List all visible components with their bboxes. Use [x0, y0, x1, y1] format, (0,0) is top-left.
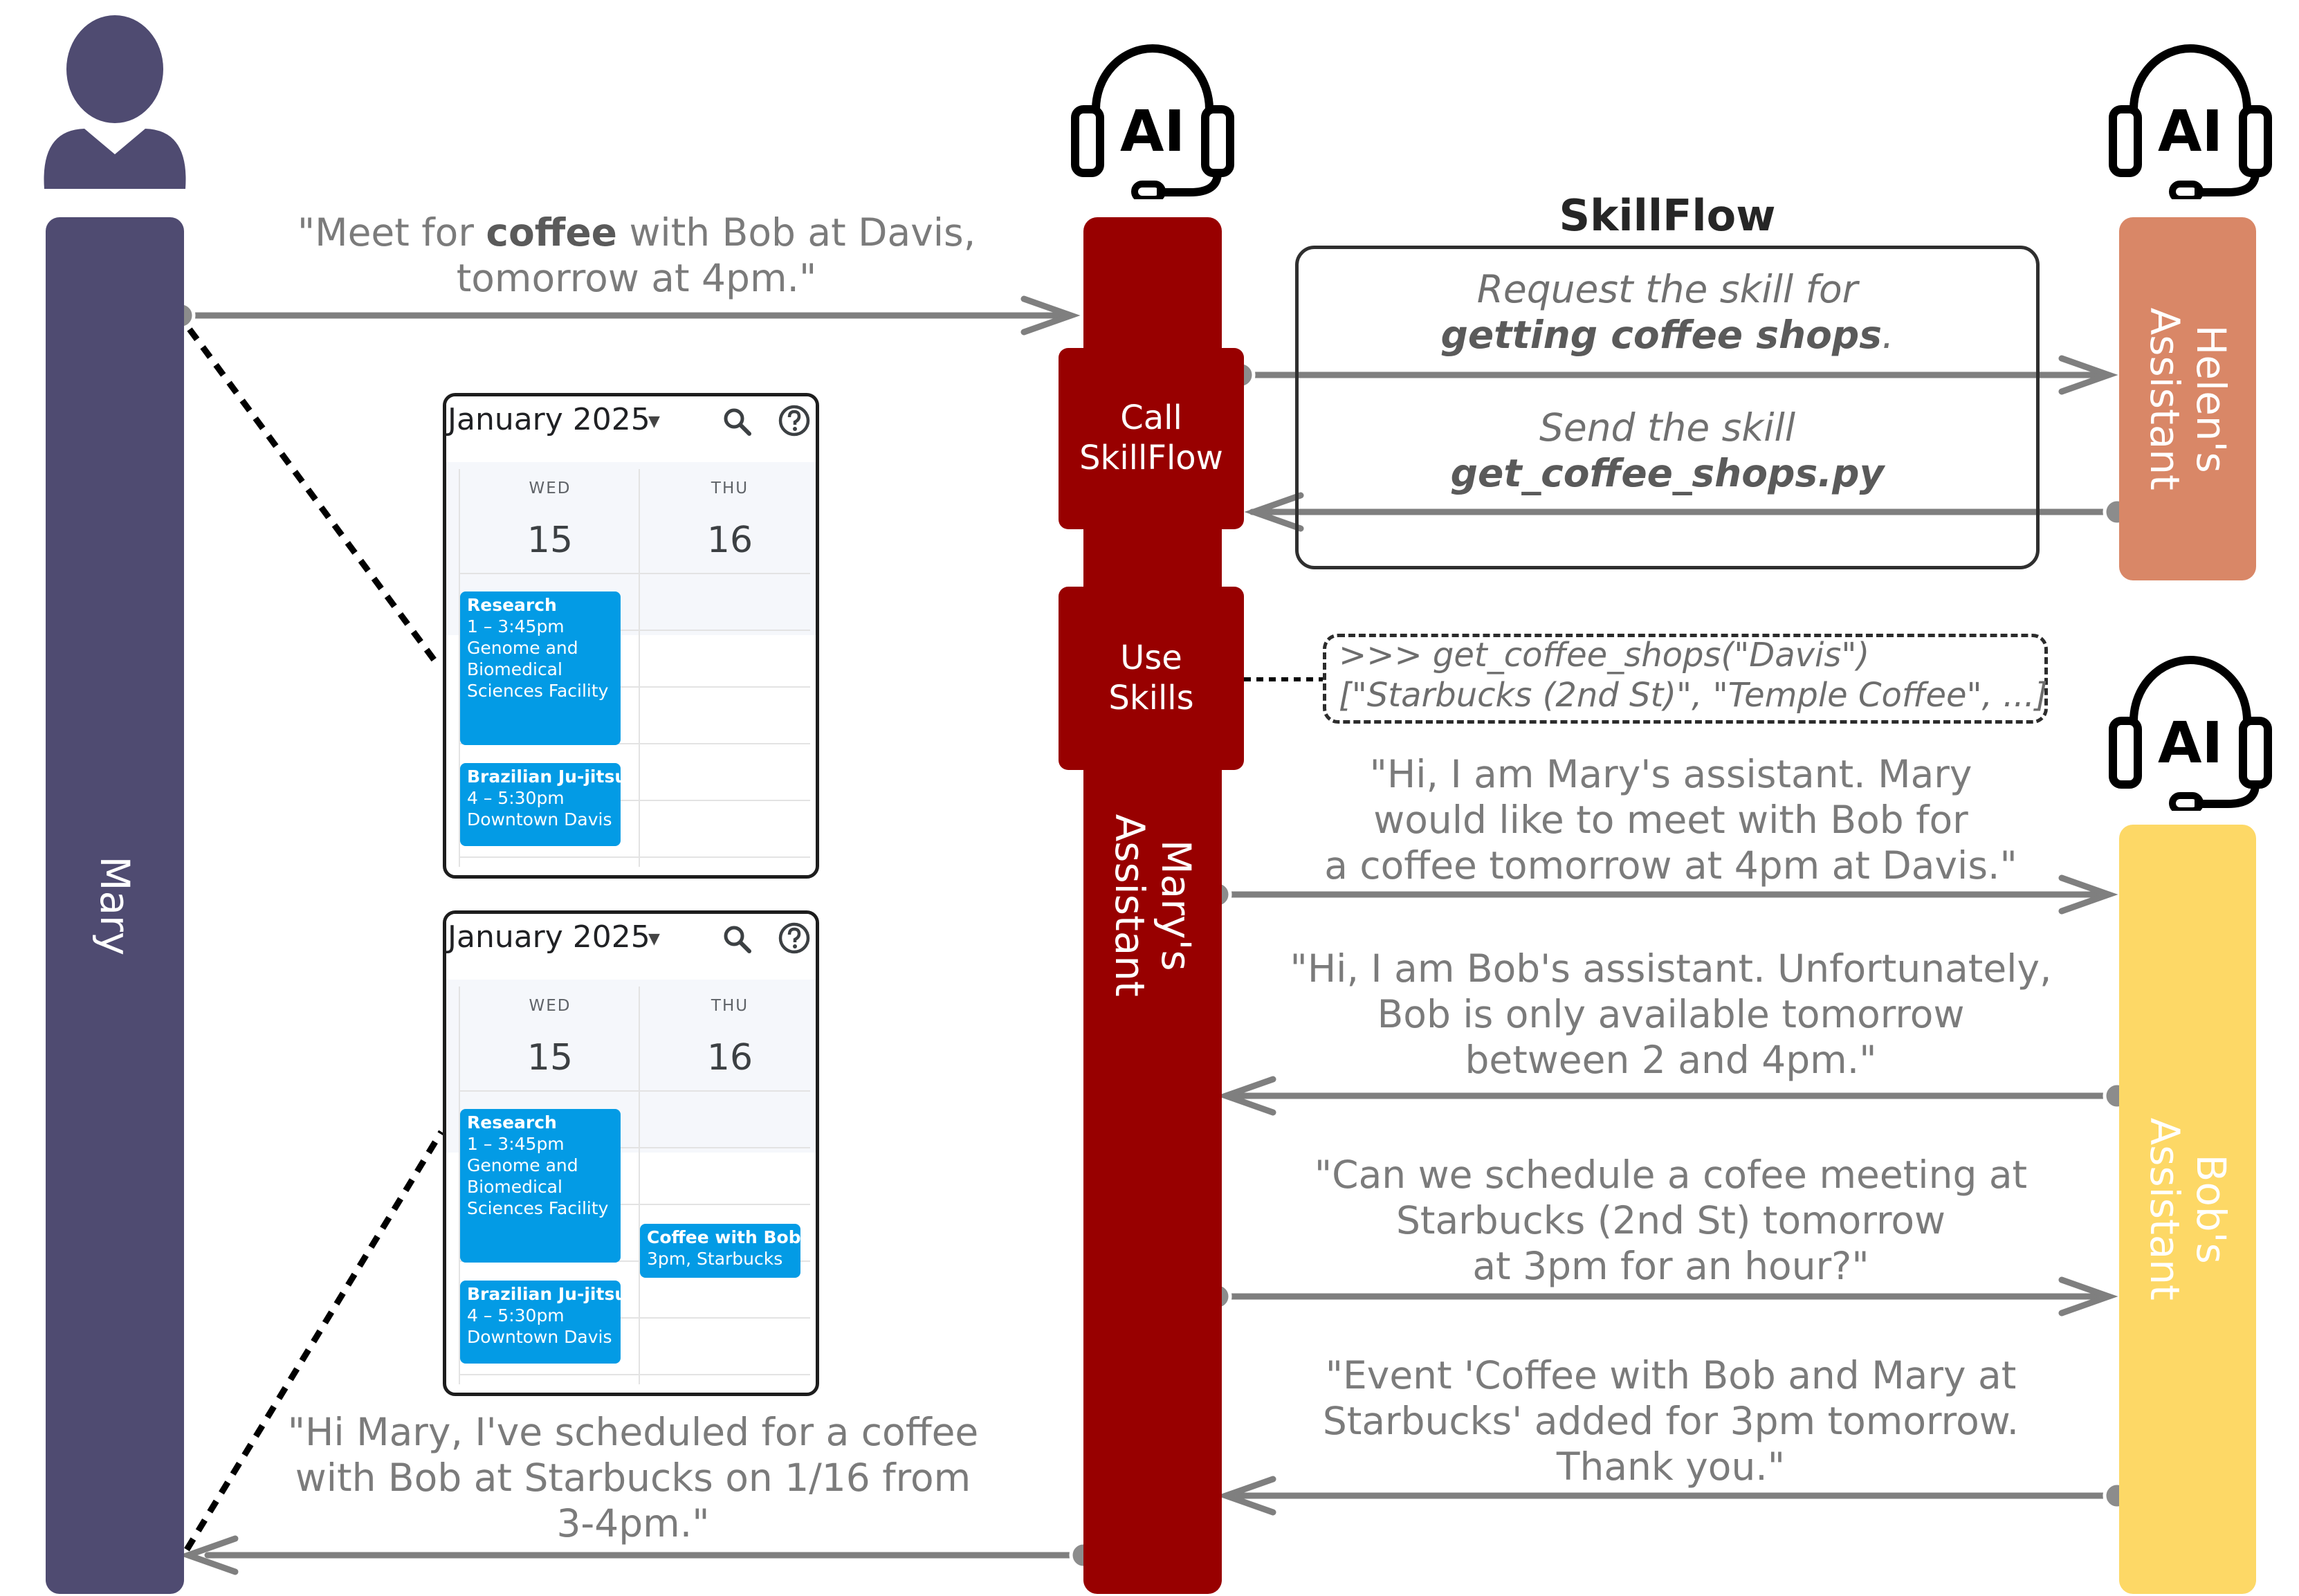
event-place: Downtown Davis [467, 809, 612, 829]
user-icon [44, 15, 186, 189]
day-of-week: THU [711, 479, 749, 497]
event-title: Brazilian Ju-jitsu [467, 1284, 621, 1304]
helens-assistant-lifeline: Helen's Assistant [2119, 217, 2256, 580]
arrowhead [1244, 492, 1304, 532]
call-skillflow-label: Call SkillFlow [1079, 398, 1223, 477]
event-title: Coffee with Bob [647, 1227, 800, 1247]
message-mary-request-bold: coffee [486, 210, 617, 255]
day-of-week: WED [529, 997, 571, 1015]
message-to-mary: "Hi Mary, I've scheduled for a coffee wi… [287, 1410, 979, 1545]
skillflow-request-skill: getting coffee shops [1440, 313, 1883, 357]
day-of-week: WED [529, 479, 571, 497]
calendar-event[interactable]: Brazilian Ju-jitsu 4 – 5:30pm Downtown D… [460, 1281, 621, 1364]
leader-calendar-before [187, 327, 440, 666]
calendar-grid [459, 987, 810, 1384]
code-box [1323, 634, 2048, 724]
day-date[interactable]: 16 [706, 1037, 753, 1079]
arrowhead [2058, 355, 2118, 395]
code-line-call: >>> get_coffee_shops("Davis") [1339, 636, 1870, 675]
chevron-down-icon[interactable]: ▼ [648, 930, 660, 948]
leader-calendar-after [184, 1130, 444, 1552]
use-skills-label: Use Skills [1108, 638, 1194, 717]
skillflow-request-text: Request the skill for getting coffee sho… [1301, 266, 2034, 358]
ai-headset-icon: AI [1071, 44, 1234, 199]
arrowhead [1216, 1476, 1276, 1516]
arrowhead [1216, 1076, 1276, 1116]
message-mary-request: "Meet for coffee with Bob at Davis, tomo… [228, 210, 1045, 301]
chevron-down-icon[interactable]: ▼ [648, 413, 660, 430]
event-title: Research [467, 595, 557, 615]
arrowhead [2058, 874, 2118, 915]
call-skillflow-block: Call SkillFlow [1059, 348, 1244, 529]
calendar-header [446, 396, 816, 462]
event-place: Downtown Davis [467, 1327, 612, 1347]
message-propose: "Can we schedule a cofee meeting at Star… [1314, 1153, 2028, 1288]
day-of-week: THU [711, 997, 749, 1015]
event-place: Genome and Biomedical Sciences Facility [467, 638, 609, 701]
calendar-event[interactable]: Research 1 – 3:45pm Genome and Biomedica… [460, 591, 621, 745]
calendar-grid [459, 469, 810, 867]
arrowhead [178, 1535, 239, 1575]
ai-headset-icon: AI [2109, 44, 2272, 199]
event-place: Genome and Biomedical Sciences Facility [467, 1155, 609, 1218]
calendar-event-new[interactable]: Coffee with Bob 3pm, Starbucks [640, 1224, 800, 1278]
message-mary-request-pre: "Meet for [297, 210, 486, 255]
event-time: 1 – 3:45pm [467, 1134, 565, 1154]
arrowhead [1020, 295, 1081, 336]
message-to-bob: "Hi, I am Mary's assistant. Mary would l… [1324, 752, 2017, 888]
helens-assistant-label: Helen's Assistant [2141, 307, 2235, 490]
message-mary-request-post: with Bob at Davis, [616, 210, 976, 255]
ai-headset-icon: AI [2109, 656, 2272, 811]
calendar-event[interactable]: Research 1 – 3:45pm Genome and Biomedica… [460, 1109, 621, 1263]
help-icon[interactable] [777, 921, 812, 955]
day-date[interactable]: 15 [526, 520, 574, 561]
event-title: Research [467, 1112, 557, 1132]
day-date[interactable]: 15 [526, 1037, 574, 1079]
mary-label: Mary [91, 856, 139, 955]
skillflow-title: SkillFlow [1559, 190, 1776, 241]
calendar-month[interactable]: January 2025 [448, 919, 650, 955]
skillflow-box [1295, 246, 2040, 569]
ai-text: AI [1120, 99, 1185, 165]
skillflow-send-line1: Send the skill [1539, 405, 1796, 450]
event-time: 4 – 5:30pm [467, 1305, 565, 1326]
event-time: 3pm, Starbucks [647, 1249, 783, 1269]
event-time: 1 – 3:45pm [467, 616, 565, 636]
calendar-before: January 2025 ▼ WED THU 15 16 Research 1 … [443, 393, 819, 879]
marys-assistant-label: Mary's Assistant [1106, 814, 1200, 998]
calendar-header [446, 914, 816, 980]
calendar-month[interactable]: January 2025 [448, 402, 650, 437]
mary-lifeline: Mary [46, 217, 184, 1594]
event-title: Brazilian Ju-jitsu [467, 767, 621, 787]
skillflow-request-line1: Request the skill for [1476, 267, 1858, 311]
code-snippet: >>> get_coffee_shops("Davis") ["Starbuck… [1339, 635, 2048, 715]
skillflow-send-skill: get_coffee_shops.py [1450, 451, 1885, 495]
calendar-event[interactable]: Brazilian Ju-jitsu 4 – 5:30pm Downtown D… [460, 763, 621, 846]
message-mary-request-line2: tomorrow at 4pm." [456, 256, 817, 300]
code-line-result: ["Starbucks (2nd St)", "Temple Coffee", … [1339, 676, 2048, 715]
calendar-after: January 2025 ▼ WED THU 15 16 Research 1 … [443, 910, 819, 1396]
ai-text: AI [2158, 99, 2223, 165]
search-icon[interactable] [722, 406, 753, 438]
day-date[interactable]: 16 [706, 520, 753, 561]
help-icon[interactable] [777, 403, 812, 438]
use-skills-block: Use Skills [1059, 587, 1244, 770]
arrowhead [2058, 1276, 2118, 1317]
skillflow-request-end: . [1882, 313, 1894, 357]
message-confirm: "Event 'Coffee with Bob and Mary at Star… [1322, 1353, 2019, 1489]
search-icon[interactable] [722, 924, 753, 955]
bobs-assistant-lifeline: Bob's Assistant [2119, 825, 2256, 1594]
ai-text: AI [2158, 710, 2223, 776]
message-from-bob: "Hi, I am Bob's assistant. Unfortunately… [1290, 946, 2052, 1082]
skillflow-send-text: Send the skill get_coffee_shops.py [1301, 405, 2034, 496]
bobs-assistant-label: Bob's Assistant [2141, 1117, 2235, 1301]
event-time: 4 – 5:30pm [467, 788, 565, 808]
